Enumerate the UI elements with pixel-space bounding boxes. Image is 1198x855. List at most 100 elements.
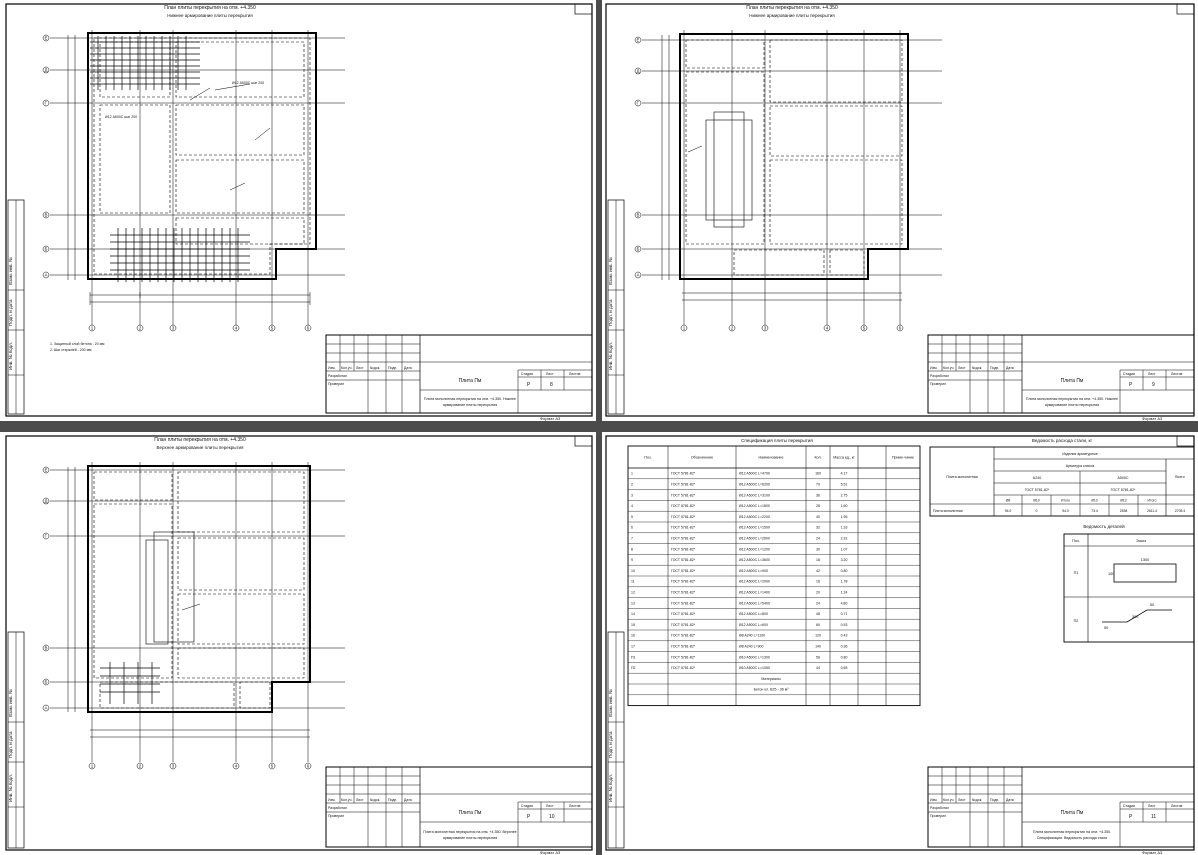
stamp-desc: Плита монолитная перекрытия на отм. +4.3… <box>1033 830 1111 834</box>
spec-cell: 70 <box>816 483 820 487</box>
spec-cell: 17 <box>631 645 635 649</box>
axis-label: Г <box>45 101 48 106</box>
side-label-2: Подп. и дата <box>608 299 613 326</box>
sheet-bottom-reinforcement-2[interactable]: Взам. инв. № Подп. и дата Инв. № подл. П… <box>602 0 1198 421</box>
stamp-stage: Р <box>1129 814 1133 820</box>
stamp-label: Подп. <box>388 798 397 802</box>
viewport-divider-vertical[interactable] <box>596 0 602 855</box>
spec-cell: ГОСТ 5781-82* <box>671 623 696 627</box>
spec-cell: 7 <box>631 537 633 541</box>
bill-value: 0 <box>1036 509 1038 513</box>
stamp-label: Листов <box>569 372 581 376</box>
spec-cell: 1.24 <box>841 591 848 595</box>
spec-cell: Ø12 A500С L=3600 <box>739 558 770 562</box>
side-label-2: Подп. и дата <box>608 731 613 758</box>
axis-label: 3 <box>764 326 767 331</box>
axis-label: 6 <box>307 764 310 769</box>
spec-cell: 8 <box>631 547 633 551</box>
stamp-label: Дата <box>404 366 412 370</box>
spec-cell: ГОСТ 5781-82* <box>671 483 696 487</box>
sheet-subtitle: Верхнее армирование плиты перекрытия <box>157 445 245 450</box>
spec-cell: 3.20 <box>841 558 848 562</box>
spec-cell: Ø10 A500С L=1300 <box>739 655 770 659</box>
spec-cell: 15 <box>631 623 635 627</box>
sheet-format: Формат А3 <box>540 850 561 855</box>
spec-cell: ГОСТ 5781-82* <box>671 493 696 497</box>
stamp-desc: Спецификация. Ведомость расхода стали <box>1037 836 1108 840</box>
bill-title: Ведомость расхода стали, кг <box>1032 438 1093 443</box>
sheet-bottom-reinforcement-1[interactable]: Взам. инв. № Подп. и дата Инв. № подл. П… <box>0 0 596 421</box>
spec-footer: Материалы <box>761 677 781 681</box>
stamp-label: №док. <box>370 798 380 802</box>
bill-header: Изделия арматурные <box>1062 452 1098 456</box>
stamp-label: Лист <box>1148 804 1156 808</box>
side-label-1: Взам. инв. № <box>608 257 613 285</box>
spec-cell: Ø12 A500С L=1200 <box>739 547 770 551</box>
stamp-sheet-no: 11 <box>1151 814 1156 820</box>
side-label-3: Инв. № подл. <box>8 342 13 370</box>
stamp-label: Подп. <box>388 366 397 370</box>
elem-title: Ведомость деталей <box>1083 523 1125 529</box>
spec-cell: 32 <box>816 526 820 530</box>
stamp-label: Подп. <box>990 798 999 802</box>
bill-subcolumn: Ø12 <box>1120 499 1127 503</box>
spec-cell: 10 <box>631 569 635 573</box>
spec-cell: ГОСТ 5781-82* <box>671 547 696 551</box>
spec-cell: 36 <box>816 493 820 497</box>
sheet-top-reinforcement[interactable]: Взам. инв. № Подп. и дата Инв. № подл. П… <box>0 432 596 855</box>
spec-footer: Бетон кл. В25 - 36 м³ <box>754 688 790 692</box>
spec-cell: 0.65 <box>841 666 848 670</box>
stamp-label: Изм. <box>930 798 938 802</box>
stamp-label: Кол.уч. <box>943 798 954 802</box>
sheet-subtitle: Нижнее армирование плиты перекрытия <box>167 13 253 18</box>
spec-cell: 9 <box>631 558 633 562</box>
side-label-3: Инв. № подл. <box>8 774 13 802</box>
bill-value: 94.0 <box>1062 509 1069 513</box>
spec-cell: Ø12 A500С L=800 <box>739 612 768 616</box>
stamp-label: Дата <box>1006 366 1014 370</box>
stamp-label: Лист <box>1148 372 1156 376</box>
spec-cell: ГОСТ 5781-82* <box>671 645 696 649</box>
axis-label: 3 <box>172 326 175 331</box>
axis-label: 4 <box>235 764 238 769</box>
stamp-label: Изм. <box>328 798 336 802</box>
spec-cell: ГОСТ 5781-82* <box>671 504 696 508</box>
stamp-label: Стадия <box>521 804 533 808</box>
spec-cell: 120 <box>815 634 821 638</box>
spec-cell: 48 <box>816 612 820 616</box>
axis-label: 6 <box>307 326 310 331</box>
axis-label: Д <box>45 499 48 504</box>
axis-label: Д <box>45 68 48 73</box>
axis-label: Е <box>45 468 48 473</box>
stamp-label: №док. <box>972 798 982 802</box>
sheet-format: Формат А3 <box>540 416 561 421</box>
spec-cell: 56 <box>816 655 820 659</box>
side-label-3: Инв. № подл. <box>608 342 613 370</box>
spec-cell: ГОСТ 5781-82* <box>671 666 696 670</box>
spec-cell: 0.36 <box>841 645 848 649</box>
elem-dim: 50 <box>1104 626 1108 630</box>
side-label-1: Взам. инв. № <box>8 257 13 285</box>
sheet-note: 1. Защитный слой бетона - 20 мм <box>50 342 105 346</box>
bill-value: 94.0 <box>1005 509 1012 513</box>
axis-label: 4 <box>235 326 238 331</box>
stamp-label: Изм. <box>930 366 938 370</box>
spec-cell: ГОСТ 5781-82* <box>671 515 696 519</box>
axis-label: 4 <box>826 326 829 331</box>
spec-cell: Ø12 A500С L=4700 <box>739 472 770 476</box>
spec-cell: 40 <box>816 515 820 519</box>
axis-label: В <box>45 213 48 218</box>
spec-cell: ГОСТ 5781-82* <box>671 526 696 530</box>
spec-cell: 42 <box>816 569 820 573</box>
elem-pos: П1 <box>1074 571 1079 575</box>
spec-cell: ГОСТ 5781-82* <box>671 580 696 584</box>
spec-cell: Ø12 A500С L=1800 <box>739 504 770 508</box>
sheet-specification[interactable]: Взам. инв. № Подп. и дата Инв. № подл. С… <box>602 432 1198 855</box>
spec-cell: 24 <box>816 537 820 541</box>
spec-cell: Ø12 A500С L=900 <box>739 569 768 573</box>
stamp-desc: Плита монолитная перекрытия на отм. +4.3… <box>424 397 516 401</box>
spec-cell: Ø10 A500С L=1050 <box>739 666 770 670</box>
spec-cell: 16 <box>816 580 820 584</box>
spec-cell: 1.33 <box>841 526 848 530</box>
